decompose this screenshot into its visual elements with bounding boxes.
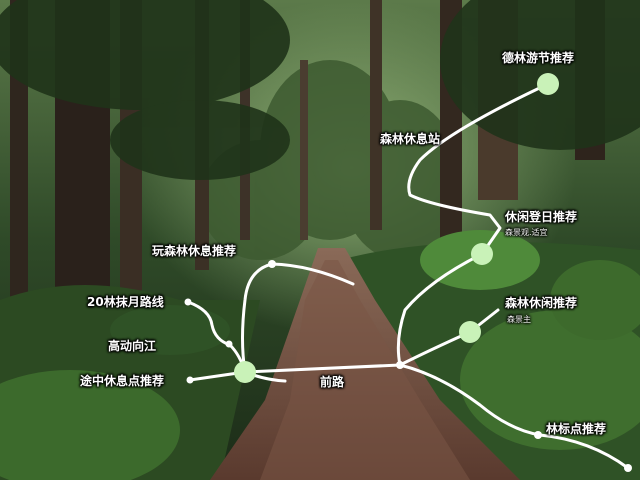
node-left <box>234 361 256 383</box>
label-right-mid[interactable]: 休闲登日推荐 <box>505 210 578 224</box>
route-top-right <box>396 82 550 367</box>
dot-end <box>624 464 632 472</box>
route-center <box>243 363 630 470</box>
label-left-lower[interactable]: 高动向江 <box>108 339 157 353</box>
label-bottom-right[interactable]: 林标点推荐 <box>546 422 607 436</box>
node-top-right <box>537 73 559 95</box>
label-left-bottom[interactable]: 途中休息点推荐 <box>80 374 165 388</box>
trail-highlight <box>260 260 470 480</box>
node-right-lower <box>459 321 481 343</box>
node-right-mid <box>471 243 493 265</box>
label-left-mid[interactable]: 20林抹月路线 <box>87 295 164 309</box>
dot-left-lower <box>225 340 233 348</box>
label-center[interactable]: 前路 <box>320 375 345 389</box>
label-right-lower-sub: 森景主 <box>507 315 531 324</box>
label-upper-mid[interactable]: 森林休息站 <box>380 132 441 146</box>
route-nodes <box>184 73 632 472</box>
label-right-lower[interactable]: 森林休闲推荐 <box>505 296 578 310</box>
dot-left-bottom <box>186 376 194 384</box>
dot-upper-left <box>268 260 276 268</box>
dot-center <box>396 361 404 369</box>
label-top-right[interactable]: 德林游节推荐 <box>502 51 575 65</box>
route-upper-left <box>241 262 355 374</box>
label-right-mid-sub: 森景观.适宜 <box>505 228 548 237</box>
route-left-mid <box>186 300 247 374</box>
label-upper-left[interactable]: 玩森林休息推荐 <box>152 244 237 258</box>
dot-bottom-right <box>534 431 542 439</box>
undergrowth <box>0 230 640 480</box>
canopy <box>0 0 640 180</box>
dot-left-mid <box>184 298 192 306</box>
